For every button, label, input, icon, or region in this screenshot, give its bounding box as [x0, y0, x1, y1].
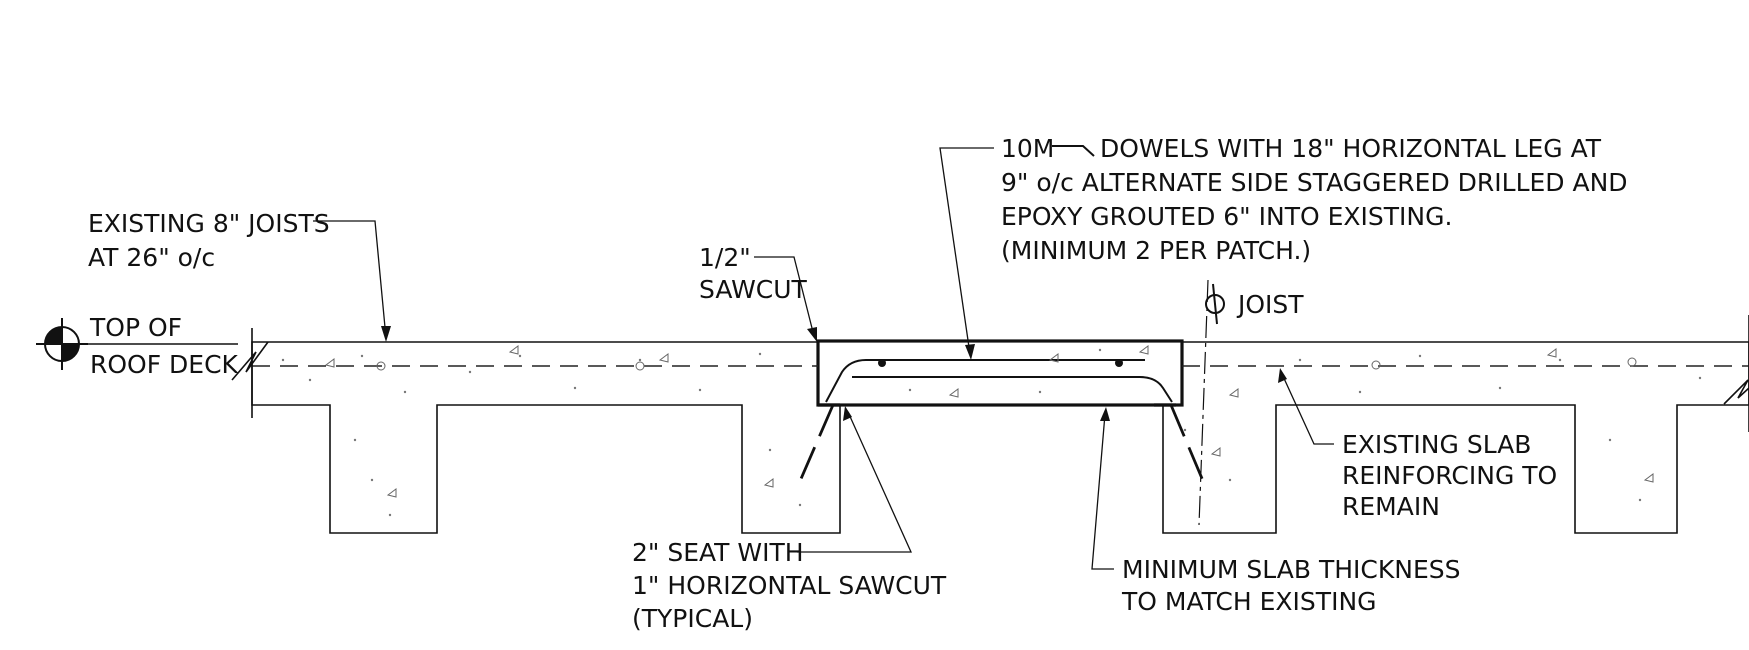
existing-slab-right	[1153, 341, 1749, 534]
min-thickness-note-leader	[1091, 413, 1114, 570]
top-of-deck-line-1: TOP OF	[89, 313, 182, 342]
sawcut-note-line-1: 1/2"	[699, 243, 751, 272]
concrete-patch	[816, 339, 1184, 407]
joists-note-arrow	[381, 326, 391, 342]
seat-note-line-2: 1" HORIZONTAL SAWCUT	[632, 571, 947, 600]
dowels-note-line-2: 9" o/c ALTERNATE SIDE STAGGERED DRILLED …	[1001, 168, 1628, 197]
dowels-note-arrow	[965, 344, 975, 360]
sawcut-note-line-2: SAWCUT	[699, 275, 808, 304]
reinforcing-note-line-2: REINFORCING TO	[1342, 461, 1557, 490]
level-marker-icon	[36, 318, 88, 370]
dowels-note-bar-size: 10M	[1001, 134, 1054, 163]
joist-centerline	[1198, 279, 1209, 526]
rebar-dot-right	[1115, 359, 1123, 367]
dowels-note-line-1: DOWELS WITH 18" HORIZONTAL LEG AT	[1100, 134, 1602, 163]
joists-note-line-2: AT 26" o/c	[88, 243, 215, 272]
seat-note-leader	[797, 411, 913, 553]
seat-note-arrow	[843, 406, 852, 421]
hooked-bar-icon	[1052, 145, 1095, 157]
reinforcing-note-leader	[1281, 373, 1334, 445]
dowel-embed-left	[795, 404, 835, 489]
reinforcing-note-line-1: EXISTING SLAB	[1342, 430, 1531, 459]
concrete-aggregate	[281, 345, 1702, 517]
min-thickness-note-arrow	[1100, 407, 1110, 421]
dowels-note-leader	[939, 147, 994, 355]
min-thickness-note-line-2: TO MATCH EXISTING	[1121, 587, 1377, 616]
top-of-deck-line-2: ROOF DECK	[90, 350, 239, 379]
existing-slab-left	[251, 341, 841, 534]
rebar-dot-left	[878, 359, 886, 367]
seat-note-line-1: 2" SEAT WITH	[632, 538, 804, 567]
break-line-right	[1723, 315, 1749, 432]
dowels-note-line-4: (MINIMUM 2 PER PATCH.)	[1001, 236, 1311, 265]
sawcut-note-arrow	[807, 327, 817, 342]
joists-note-leader	[313, 220, 387, 339]
dowel-embed-right	[1169, 404, 1208, 489]
centerline-icon	[1205, 283, 1225, 325]
sawcut-note-leader	[754, 256, 815, 337]
reinforcing-note-line-3: REMAIN	[1342, 492, 1440, 521]
min-thickness-note-line-1: MINIMUM SLAB THICKNESS	[1122, 555, 1461, 584]
dowel-bar-lower	[852, 376, 1173, 403]
reinforcing-note-arrow	[1278, 368, 1287, 383]
dowels-note-line-3: EPOXY GROUTED 6" INTO EXISTING.	[1001, 202, 1452, 231]
break-line-left	[231, 328, 269, 418]
seat-note-line-3: (TYPICAL)	[632, 604, 753, 633]
joists-note-line-1: EXISTING 8" JOISTS	[88, 209, 330, 238]
dowel-bar-upper	[825, 359, 1145, 403]
centerline-joist-label: JOIST	[1236, 290, 1304, 319]
